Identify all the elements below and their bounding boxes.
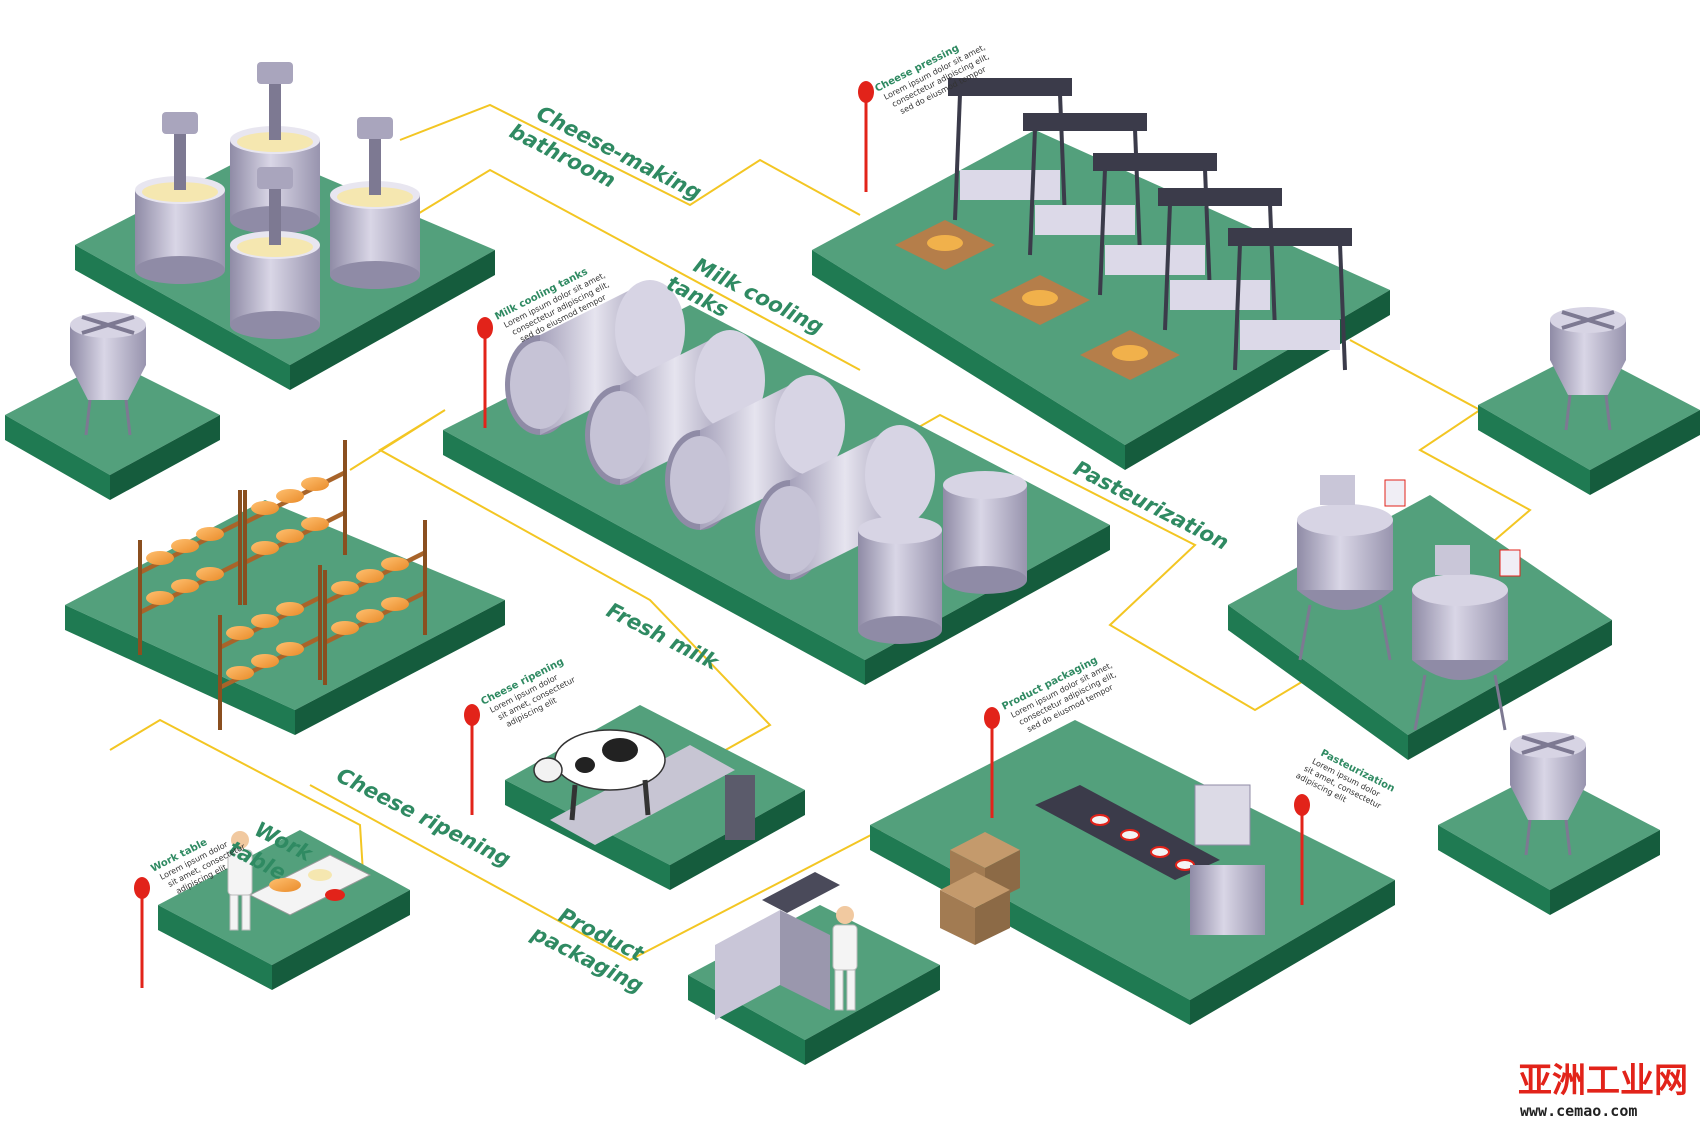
watermark: 亚洲工业网 www.cemao.com <box>1518 1061 1688 1120</box>
worker-icon <box>227 831 253 931</box>
map-pin-icon <box>856 79 876 194</box>
cow-icon <box>533 729 666 821</box>
label-cheese-ripening: Cheese ripening <box>333 763 515 871</box>
packaging-line <box>940 784 1265 945</box>
cheese-vats <box>135 62 420 339</box>
cow-milking-station <box>533 729 755 845</box>
map-pin-icon <box>132 875 152 990</box>
pasteurization-tanks <box>1297 475 1521 731</box>
watermark-url: www.cemao.com <box>1520 1102 1637 1120</box>
platform-silo-right-top <box>1478 350 1700 495</box>
control-panel-station <box>715 872 858 1020</box>
cheese-ripening-shelves <box>138 440 427 730</box>
press-tables <box>895 220 1180 380</box>
platform-silo-left <box>5 360 220 500</box>
cheese-presses <box>948 78 1352 371</box>
watermark-cn: 亚洲工业网 <box>1518 1061 1688 1101</box>
silo-right-top <box>1550 307 1626 431</box>
silo-left <box>70 312 146 436</box>
operator-icon <box>832 906 858 1011</box>
label-fresh-milk: Fresh milk <box>603 598 724 676</box>
platform-silo-right-bottom <box>1438 770 1660 915</box>
work-table-station <box>227 831 372 931</box>
silo-right-bottom <box>1510 732 1586 856</box>
cardboard-boxes <box>940 832 1020 945</box>
callout-cheese-ripening: Cheese ripening Lorem ipsum dolor sit am… <box>462 656 577 817</box>
milk-cooling-tanks <box>505 280 1027 644</box>
map-pin-icon <box>462 702 482 817</box>
